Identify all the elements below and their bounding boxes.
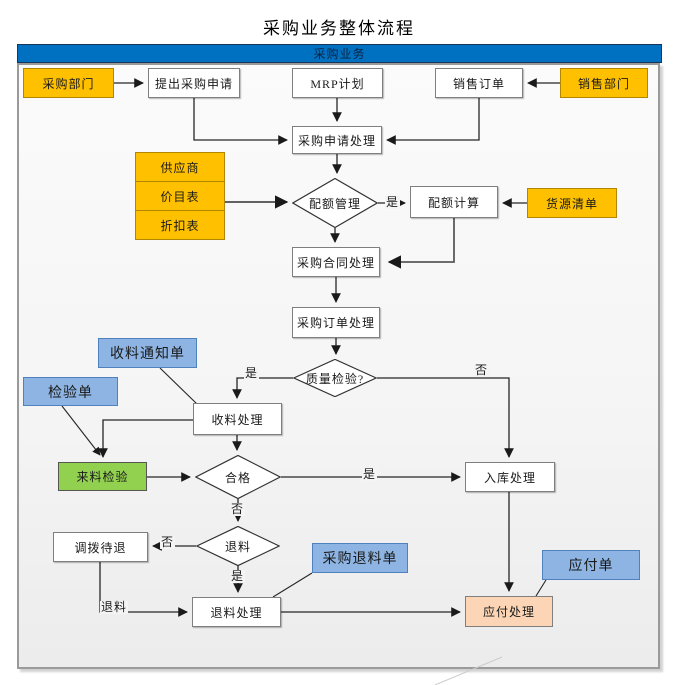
node-inspection-slip: 检验单	[23, 377, 118, 406]
node-return-decision: 退料	[196, 526, 280, 566]
node-quality-check-decision: 质量检验?	[293, 359, 377, 397]
node-sales-dept: 销售部门	[560, 68, 648, 98]
diamond-shape	[195, 455, 281, 499]
node-label: 配额计算	[427, 195, 480, 210]
node-label: 质量检验?	[305, 371, 365, 386]
node-label: 折扣表	[160, 218, 200, 233]
edge-label-return-yes: 是	[230, 569, 246, 583]
node-label: 货源清单	[545, 196, 598, 211]
node-qualified-decision: 合格	[195, 455, 281, 499]
node-mrp-plan: MRP计划	[292, 68, 383, 98]
node-label: 调拨待退	[74, 540, 127, 555]
diamond-shape	[292, 178, 378, 228]
node-purchase-dept: 采购部门	[23, 68, 114, 98]
node-incoming-inspection: 来料检验	[58, 462, 147, 491]
node-supplier: 供应商	[135, 152, 225, 182]
edge-label-quota-yes: 是	[385, 195, 401, 209]
node-price-list: 价目表	[135, 181, 225, 211]
swimlane-header: 采购业务	[17, 44, 662, 63]
node-label: 来料检验	[76, 470, 129, 484]
node-label: 入库处理	[483, 470, 536, 485]
node-request-processing: 采购申请处理	[292, 126, 382, 154]
node-label: 退料	[224, 539, 251, 554]
node-quota-calc: 配额计算	[410, 186, 498, 218]
node-label: 应付单	[568, 559, 614, 574]
edge-label-return-no: 否	[160, 535, 176, 549]
node-sales-order: 销售订单	[435, 68, 523, 98]
node-transfer-pending: 调拨待退	[53, 532, 148, 562]
page-title: 采购业务整体流程	[263, 19, 415, 38]
node-contract-processing: 采购合同处理	[292, 247, 380, 277]
edge-label-qualified-no: 否	[230, 502, 246, 516]
node-submit-request: 提出采购申请	[148, 68, 240, 98]
node-payable-slip: 应付单	[542, 550, 640, 580]
edge-label-qualified-yes: 是	[362, 467, 378, 481]
node-label: 收料通知单	[110, 347, 185, 362]
node-payable-processing: 应付处理	[465, 596, 553, 627]
node-label: 退料处理	[210, 605, 263, 620]
node-purchase-return-slip: 采购退料单	[312, 543, 408, 573]
node-label: 供应商	[160, 160, 200, 175]
edge-label-return-text: 退料	[100, 600, 129, 614]
node-receipt-processing: 收料处理	[193, 403, 282, 435]
node-label: 提出采购申请	[154, 76, 233, 91]
node-label: 销售订单	[452, 76, 505, 91]
node-label: 销售部门	[577, 76, 630, 91]
node-quota-mgmt-decision: 配额管理	[292, 178, 378, 228]
node-label: 应付处理	[482, 605, 535, 619]
node-label: 检验单	[48, 385, 93, 401]
node-return-processing: 退料处理	[192, 597, 281, 627]
node-warehouse-processing: 入库处理	[465, 462, 555, 492]
node-receipt-notice: 收料通知单	[98, 338, 197, 368]
node-discount-table: 折扣表	[135, 210, 225, 240]
node-label: 采购退料单	[322, 552, 398, 567]
diamond-shape	[293, 359, 377, 397]
node-label: 采购订单处理	[296, 316, 375, 330]
node-label: 价目表	[160, 189, 200, 204]
node-order-processing: 采购订单处理	[292, 307, 380, 338]
node-label: 采购合同处理	[296, 255, 375, 270]
diamond-shape	[196, 526, 280, 566]
edge-label-quality-yes: 是	[244, 366, 260, 380]
node-label: MRP计划	[310, 76, 365, 91]
node-label: 合格	[224, 470, 251, 485]
edge-label-quality-no: 否	[474, 363, 490, 377]
node-label: 配额管理	[308, 196, 361, 211]
node-label: 收料处理	[211, 412, 264, 427]
node-label: 采购部门	[42, 76, 95, 91]
node-label: 采购申请处理	[297, 133, 376, 148]
node-source-list: 货源清单	[527, 188, 617, 218]
